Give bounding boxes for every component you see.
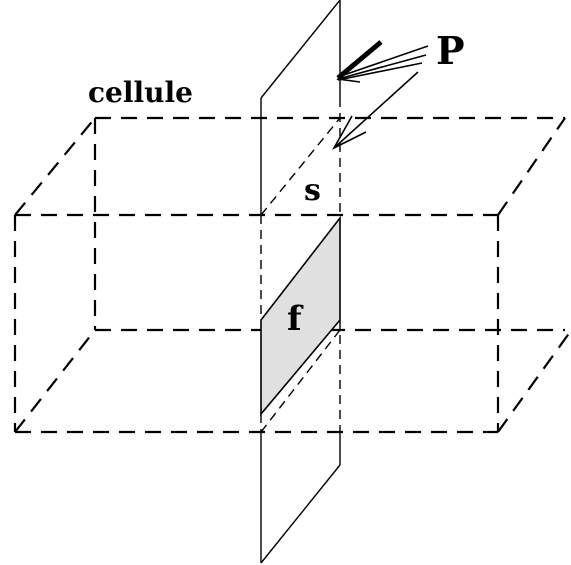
cell-box [13, 116, 571, 434]
label-s: s [304, 173, 321, 208]
arrow-head-1 [332, 115, 367, 150]
face-f [260, 215, 341, 417]
label-P: P [436, 28, 465, 73]
plane-top-edge [260, 0, 341, 99]
plane-bottom-edge [260, 464, 341, 564]
arrow-line-3 [337, 62, 423, 81]
plane-solid-edges [260, 0, 341, 564]
arrow-line-1 [337, 45, 429, 78]
box-depth-edge-top-right [497, 117, 566, 216]
plane-hidden-bottom-diagonal [260, 329, 341, 433]
box-depth-edge-bottom-left [14, 329, 96, 433]
arrow-line-4 [333, 71, 419, 149]
arrow-line-2 [337, 54, 427, 80]
arrow-head-2 [336, 63, 361, 83]
box-depth-edge-bottom-right [497, 331, 571, 433]
label-f: f [287, 299, 304, 339]
label-cellule: cellule [88, 76, 193, 109]
plane-hidden-edges [260, 98, 341, 433]
plane-hidden-top-diagonal [260, 117, 341, 216]
pointer-arrows [332, 40, 429, 150]
box-depth-edge-top-left [14, 117, 96, 216]
